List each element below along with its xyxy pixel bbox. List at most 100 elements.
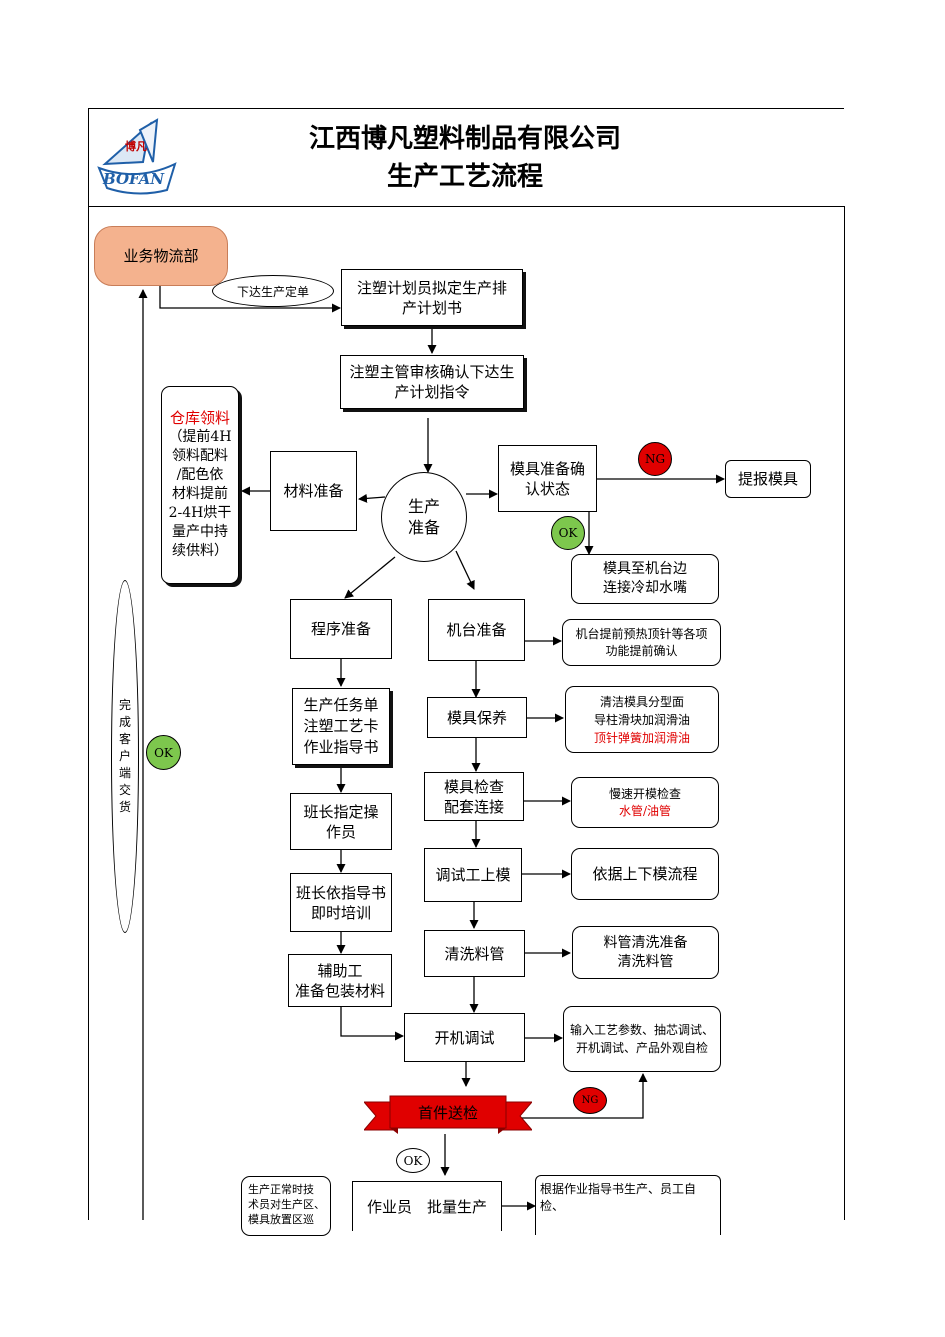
deliver-char: 户 [118, 749, 131, 763]
order-label-ellipse: 下达生产定单 [212, 275, 334, 307]
mold-to-machine-box: 模具至机台边 连接冷却水嘴 [571, 554, 719, 604]
prep-line1: 生产 [407, 497, 440, 516]
plan-line2: 产计划书 [401, 298, 462, 317]
warehouse-line: 领料配料 [172, 448, 228, 464]
warehouse-line: /配色依 [176, 467, 224, 483]
start-note-line1: 输入工艺参数、抽芯调试、 [569, 1023, 714, 1037]
deliver-char: 交 [118, 783, 131, 797]
leader-train-line2: 即时培训 [310, 903, 371, 922]
deliver-char: 完 [118, 698, 131, 712]
clean-pipe-label: 清洗料管 [444, 944, 505, 963]
mold-confirm-box: 模具准备确 认状态 [498, 445, 597, 512]
ng-label: NG [644, 452, 666, 466]
mold-check-box: 模具检查 配套连接 [424, 772, 524, 821]
mass-note-line2: 检、 [540, 1199, 565, 1213]
machine-label: 机台准备 [446, 621, 507, 639]
task-line: 作业指导书 [303, 738, 379, 756]
ok-badge-side: OK [146, 735, 181, 770]
first-article-label: 首件送检 [417, 1103, 478, 1122]
mold-flow-label: 依据上下模流程 [592, 864, 698, 883]
maint-note-line: 导柱滑块加润滑油 [593, 712, 690, 727]
leader-assign-line1: 班长指定操 [303, 802, 379, 821]
production-prep-circle: 生产 准备 [381, 472, 467, 562]
normal-note-line: 术员对生产区、 [248, 1198, 325, 1211]
material-label: 材料准备 [283, 482, 344, 500]
mold-to-machine-line2: 连接冷却水嘴 [603, 580, 687, 596]
frame-left-line [88, 108, 89, 1220]
normal-note-box: 生产正常时技 术员对生产区、 模具放置区巡 [241, 1176, 331, 1236]
start-debug-box: 开机调试 [404, 1013, 525, 1062]
warehouse-line: （提前4H [168, 429, 232, 445]
maint-note-red: 顶针弹簧加润滑油 [593, 730, 690, 745]
review-line2: 产计划指令 [394, 383, 470, 401]
check-note-line1: 慢速开模检查 [608, 786, 681, 801]
normal-note-line: 模具放置区巡 [248, 1213, 314, 1226]
first-article-banner: 首件送检 [362, 1092, 534, 1136]
ok-label: OK [558, 526, 578, 540]
task-line: 注塑工艺卡 [303, 717, 379, 735]
mold-check-line2: 配套连接 [443, 797, 504, 816]
warehouse-line: 材料提前 [172, 486, 228, 502]
review-line1: 注塑主管审核确认下达生 [349, 363, 515, 381]
task-docs-box: 生产任务单 注塑工艺卡 作业指导书 [292, 688, 390, 765]
clean-note-line1: 料管清洗准备 [603, 934, 688, 951]
ok-badge: OK [551, 516, 585, 550]
aux-line1: 辅助工 [317, 961, 363, 980]
frame-top-line [88, 108, 844, 109]
mold-check-line1: 模具检查 [443, 777, 504, 796]
ok2-label: OK [403, 1153, 423, 1168]
business-logistics-dept: 业务物流部 [94, 226, 228, 286]
business-label: 业务物流部 [123, 246, 199, 265]
clean-note-line2: 清洗料管 [617, 953, 674, 970]
ng2-label: NG [581, 1095, 599, 1106]
order-label: 下达生产定单 [236, 284, 309, 299]
warehouse-box: 仓库领料 （提前4H 领料配料 /配色依 材料提前 2-4H烘干 量产中持 续供… [161, 386, 239, 584]
ok-badge-2: OK [396, 1148, 430, 1173]
header-bottom-line [88, 206, 845, 207]
deliver-char: 端 [118, 766, 131, 780]
report-mold-label: 提报模具 [737, 469, 798, 488]
start-note-line2: 开机调试、产品外观自检 [575, 1041, 708, 1055]
report-mold-box: 提报模具 [725, 460, 811, 498]
ng-badge: NG [638, 442, 672, 476]
machine-note-line1: 机台提前预热顶针等各项 [575, 626, 708, 641]
maint-note-line: 清洁模具分型面 [599, 694, 684, 709]
plan-box: 注塑计划员拟定生产排 产计划书 [341, 269, 523, 326]
mold-maint-label: 模具保养 [446, 708, 507, 727]
warehouse-line: 2-4H烘干 [168, 505, 232, 521]
mass-note-box: 根据作业指导书生产、员工自 检、 [535, 1175, 721, 1235]
program-prep-box: 程序准备 [290, 599, 392, 659]
machine-prep-box: 机台准备 [428, 599, 525, 661]
mold-to-machine-line1: 模具至机台边 [603, 561, 687, 577]
company-logo: 博凡 BOFAN [95, 116, 180, 198]
maint-note-box: 清洁模具分型面 导柱滑块加润滑油 顶针弹簧加润滑油 [565, 686, 719, 753]
prep-line2: 准备 [407, 518, 440, 537]
machine-note-line2: 功能提前确认 [605, 643, 678, 658]
aux-worker-box: 辅助工 准备包装材料 [288, 954, 392, 1007]
start-debug-label: 开机调试 [434, 1028, 495, 1047]
warehouse-line: 续供料） [172, 543, 228, 559]
deliver-char: 客 [118, 732, 131, 746]
frame-right-line [844, 206, 845, 1220]
task-line: 生产任务单 [303, 696, 379, 714]
machine-note-box: 机台提前预热顶针等各项 功能提前确认 [562, 619, 721, 666]
warehouse-title: 仓库领料 [169, 409, 230, 427]
company-title: 江西博凡塑料制品有限公司 [308, 124, 621, 154]
mold-confirm-line1: 模具准备确 [509, 459, 585, 478]
ok-side-label: OK [154, 745, 173, 760]
check-note-box: 慢速开模检查 水管/油管 [571, 777, 719, 828]
ng-badge-2: NG [573, 1087, 607, 1114]
normal-note-line: 生产正常时技 [248, 1183, 314, 1196]
leader-assign-box: 班长指定操 作员 [290, 793, 392, 850]
aux-line2: 准备包装材料 [294, 981, 385, 1000]
leader-train-box: 班长依指导书 即时培训 [290, 873, 392, 932]
deliver-char: 成 [118, 715, 131, 729]
material-box: 材料准备 [270, 451, 357, 531]
plan-line1: 注塑计划员拟定生产排 [356, 278, 507, 297]
check-note-red: 水管/油管 [618, 803, 672, 818]
program-label: 程序准备 [310, 620, 371, 638]
svg-text:BOFAN: BOFAN [102, 170, 165, 188]
start-note-box: 输入工艺参数、抽芯调试、 开机调试、产品外观自检 [563, 1006, 721, 1072]
mass-production-box: 作业员 批量生产 [352, 1181, 502, 1231]
